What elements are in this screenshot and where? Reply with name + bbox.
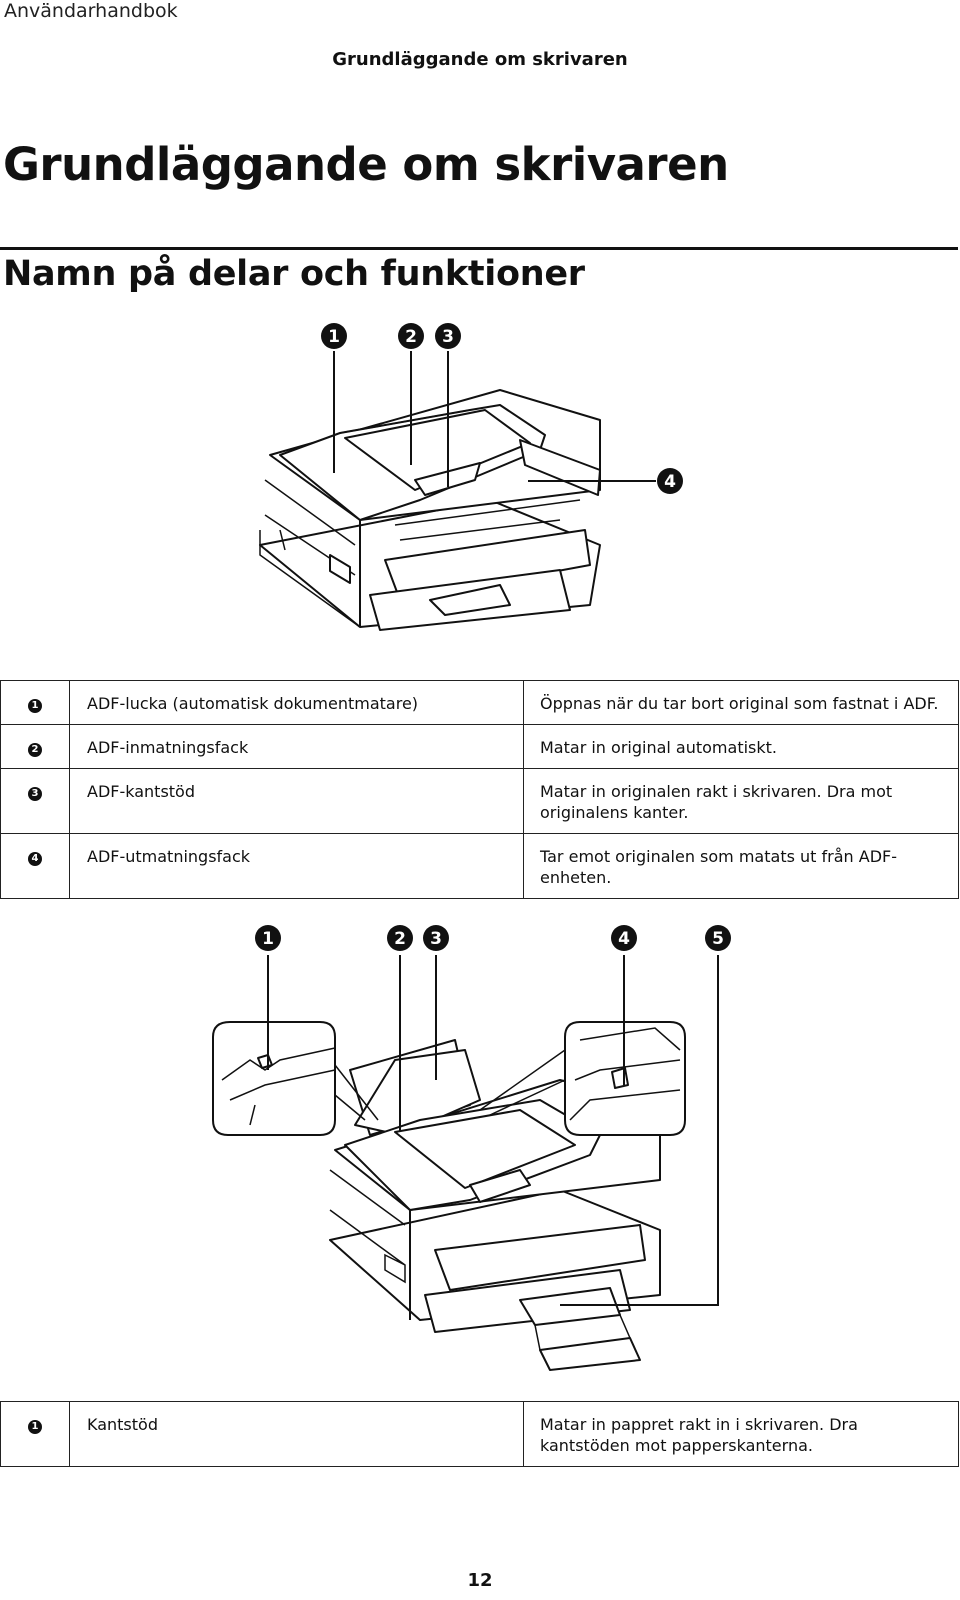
callout-2-label: 2 [394,929,406,949]
callout-3-label: 3 [442,327,454,347]
callout-5: 5 [705,925,731,951]
callout-3: 3 [423,925,449,951]
printer-adf-illustration: 1 2 3 4 [259,323,683,631]
heading-rule [0,247,958,250]
part-description: Tar emot originalen som matats ut från A… [523,833,959,899]
row-number-badge: 2 [28,742,42,757]
part-name: ADF-inmatningsfack [69,724,524,769]
row-number-badge: 3 [28,786,42,801]
callout-4: 4 [657,468,683,494]
page-title: Grundläggande om skrivaren [3,138,729,191]
table-row: 1 Kantstöd Matar in pappret rakt in i sk… [0,1401,959,1467]
callout-3-label: 3 [430,929,442,949]
callout-4-label: 4 [618,929,630,949]
row-number-badge: 1 [28,1419,42,1434]
section-header: Grundläggande om skrivaren [332,49,628,70]
row-number-badge: 4 [28,851,42,866]
part-name: ADF-lucka (automatisk dokumentmatare) [69,680,524,725]
callout-2-label: 2 [405,327,417,347]
callout-1-label: 1 [328,327,340,347]
printer-paper-feed-illustration: 1 2 3 4 5 [212,925,731,1371]
part-description: Matar in pappret rakt in i skrivaren. Dr… [523,1401,959,1467]
callout-1: 1 [321,323,347,349]
printer-drawing [212,1021,686,1371]
parts-table-adf: 1 ADF-lucka (automatisk dokumentmatare) … [0,680,959,899]
callout-2: 2 [398,323,424,349]
table-row: 2 ADF-inmatningsfack Matar in original a… [0,724,959,769]
callout-3: 3 [435,323,461,349]
callout-5-label: 5 [712,929,724,949]
running-head: Användarhandbok [4,0,178,22]
parts-table-paper: 1 Kantstöd Matar in pappret rakt in i sk… [0,1401,959,1467]
leader-line-5 [560,955,719,1306]
part-name: ADF-utmatningsfack [69,833,524,899]
printer-drawing [259,389,601,631]
callout-2: 2 [387,925,413,951]
callout-1-label: 1 [262,929,274,949]
part-description: Matar in originalen rakt i skrivaren. Dr… [523,768,959,834]
part-description: Öppnas när du tar bort original som fast… [523,680,959,725]
table-row: 3 ADF-kantstöd Matar in originalen rakt … [0,768,959,834]
part-description: Matar in original automatiskt. [523,724,959,769]
table-row: 1 ADF-lucka (automatisk dokumentmatare) … [0,680,959,725]
page-number: 12 [467,1570,493,1591]
table-row: 4 ADF-utmatningsfack Tar emot originalen… [0,833,959,899]
section-title: Namn på delar och funktioner [3,254,585,294]
part-name: Kantstöd [69,1401,524,1467]
callout-4-label: 4 [664,472,676,492]
callout-4: 4 [611,925,637,951]
row-number-badge: 1 [28,698,42,713]
callout-1: 1 [255,925,281,951]
part-name: ADF-kantstöd [69,768,524,834]
